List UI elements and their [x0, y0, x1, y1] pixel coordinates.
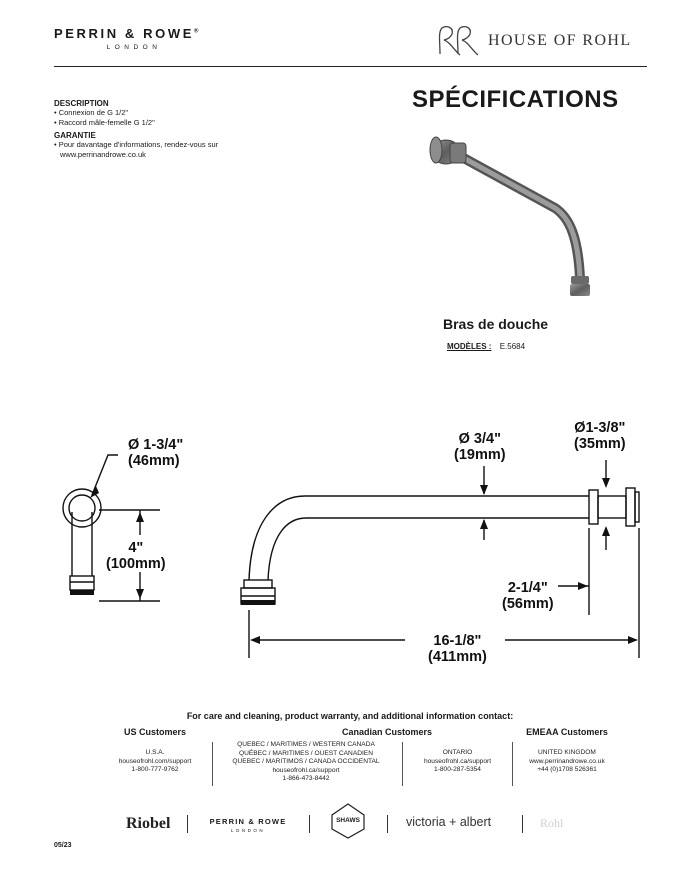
description-heading: DESCRIPTION	[54, 99, 109, 108]
page-title: SPÉCIFICATIONS	[412, 86, 619, 113]
contact-phone: 1-800-287-5354	[434, 766, 481, 773]
house-of-rohl-logo: HOUSE OF ROHL	[432, 22, 662, 62]
contact-line: U.S.A.	[145, 749, 165, 756]
emea-contact: UNITED KINGDOM www.perrinandrowe.co.uk +…	[512, 749, 622, 775]
canada-contact-west: QUEBEC / MARITIMES / WESTERN CANADA QUÉB…	[214, 741, 398, 784]
contact-line: ONTARIO	[442, 749, 473, 756]
brand-divider	[187, 815, 188, 833]
brand-divider	[309, 815, 310, 833]
canadian-customers-heading: Canadian Customers	[341, 727, 433, 737]
dim-mm: (46mm)	[128, 453, 180, 469]
shaws-name: SHAWS	[336, 817, 360, 824]
registered-mark: ®	[193, 28, 202, 35]
contact-link[interactable]: houseofrohl.ca/support	[423, 757, 492, 765]
brand-name: PERRIN & ROWE	[209, 817, 287, 826]
contact-line: QUEBEC / MARITIMOS / CANADA OCCIDENTAL	[232, 758, 380, 765]
contact-line: UNITED KINGDOM	[538, 749, 596, 756]
perrin-rowe-london: LONDON	[106, 44, 162, 51]
dim-mm: (411mm)	[428, 649, 487, 665]
product-name: Bras de douche	[443, 316, 549, 332]
dim-inch: Ø 3/4"	[458, 431, 501, 447]
footer-divider	[402, 742, 403, 786]
dim-side-diameter: Ø 1-3/4" (46mm)	[128, 437, 183, 469]
perrin-rowe-name: PERRIN & ROWE	[54, 26, 194, 41]
revision-date: 05/23	[54, 842, 72, 849]
footer-contact-title: For care and cleaning, product warranty,…	[186, 711, 514, 721]
contact-line: QUEBEC / MARITIMES / WESTERN CANADA	[237, 741, 375, 748]
shaws-badge-icon	[331, 803, 365, 839]
victoria-albert-logo: victoria + albert	[406, 815, 492, 829]
shaws-logo: SHAWS	[330, 803, 366, 839]
models-label: MODÈLES :	[447, 342, 492, 351]
footer-divider	[212, 742, 213, 786]
dim-side-height: 4" (100mm)	[106, 540, 166, 572]
contact-phone: 1-800-777-9762	[131, 766, 179, 773]
perrin-rowe-logo: PERRIN & ROWE® LONDON	[54, 26, 234, 51]
rohl-logo: Rohl	[540, 816, 564, 830]
contact-link[interactable]: houseofrohl.ca/support	[272, 766, 340, 774]
house-of-rohl-name: HOUSE OF ROHL	[488, 32, 632, 49]
canada-contact-ontario: ONTARIO houseofrohl.ca/support 1-800-287…	[405, 749, 510, 775]
shower-arm-product-image	[429, 136, 590, 296]
dim-mm: (35mm)	[574, 436, 626, 452]
warranty-heading: GARANTIE	[54, 131, 96, 140]
warranty-item: • Pour davantage d'informations, rendez-…	[54, 140, 219, 149]
perrin-rowe-brand-logo: PERRIN & ROWE LONDON	[206, 817, 290, 833]
dim-mm: (19mm)	[454, 447, 506, 463]
us-customers-heading: US Customers	[123, 727, 186, 737]
footer-divider	[512, 742, 513, 786]
contact-link[interactable]: www.perrinandrowe.co.uk	[529, 757, 605, 765]
models-line: MODÈLES : E.5684	[447, 342, 525, 351]
dim-mm: (56mm)	[502, 596, 554, 612]
dim-inch: Ø 1-3/4"	[128, 437, 184, 453]
brand-divider	[387, 815, 388, 833]
contact-link[interactable]: houseofrohl.com/support	[118, 757, 192, 765]
contact-phone: 1-866-473-8442	[282, 775, 330, 782]
description-item: • Connexion de G 1/2"	[54, 108, 129, 117]
brand-divider	[522, 815, 523, 833]
rr-monogram-icon	[438, 26, 479, 56]
warranty-link: www.perrinandrowe.co.uk	[60, 150, 146, 159]
dim-mm: (100mm)	[106, 556, 166, 572]
description-item: • Raccord mâle-femelle G 1/2"	[54, 118, 155, 127]
dim-inch: 4"	[128, 540, 144, 556]
dim-inch: 2-1/4"	[507, 580, 548, 596]
header-divider	[54, 66, 647, 67]
dim-flange-depth: 2-1/4" (56mm)	[502, 580, 554, 612]
dim-total-length: 16-1/8" (411mm)	[428, 633, 487, 665]
models-value: E.5684	[499, 342, 526, 351]
riobel-logo: Riobel	[126, 815, 171, 832]
contact-line: QUÉBEC / MARITIMES / OUEST CANADIEN	[239, 749, 373, 757]
contact-phone: +44 (0)1708 526361	[537, 766, 597, 773]
us-contact: U.S.A. houseofrohl.com/support 1-800-777…	[100, 749, 210, 775]
emea-customers-heading: EMEAA Customers	[526, 727, 608, 737]
dim-flange-diameter: Ø1-3/8" (35mm)	[574, 420, 626, 452]
dim-inch: Ø1-3/8"	[574, 420, 626, 436]
dim-arm-diameter: Ø 3/4" (19mm)	[454, 431, 506, 463]
dim-inch: 16-1/8"	[433, 633, 482, 649]
brand-sub: LONDON	[230, 828, 266, 833]
technical-drawing	[62, 454, 640, 658]
description-block: DESCRIPTION • Connexion de G 1/2" • Racc…	[54, 99, 284, 160]
